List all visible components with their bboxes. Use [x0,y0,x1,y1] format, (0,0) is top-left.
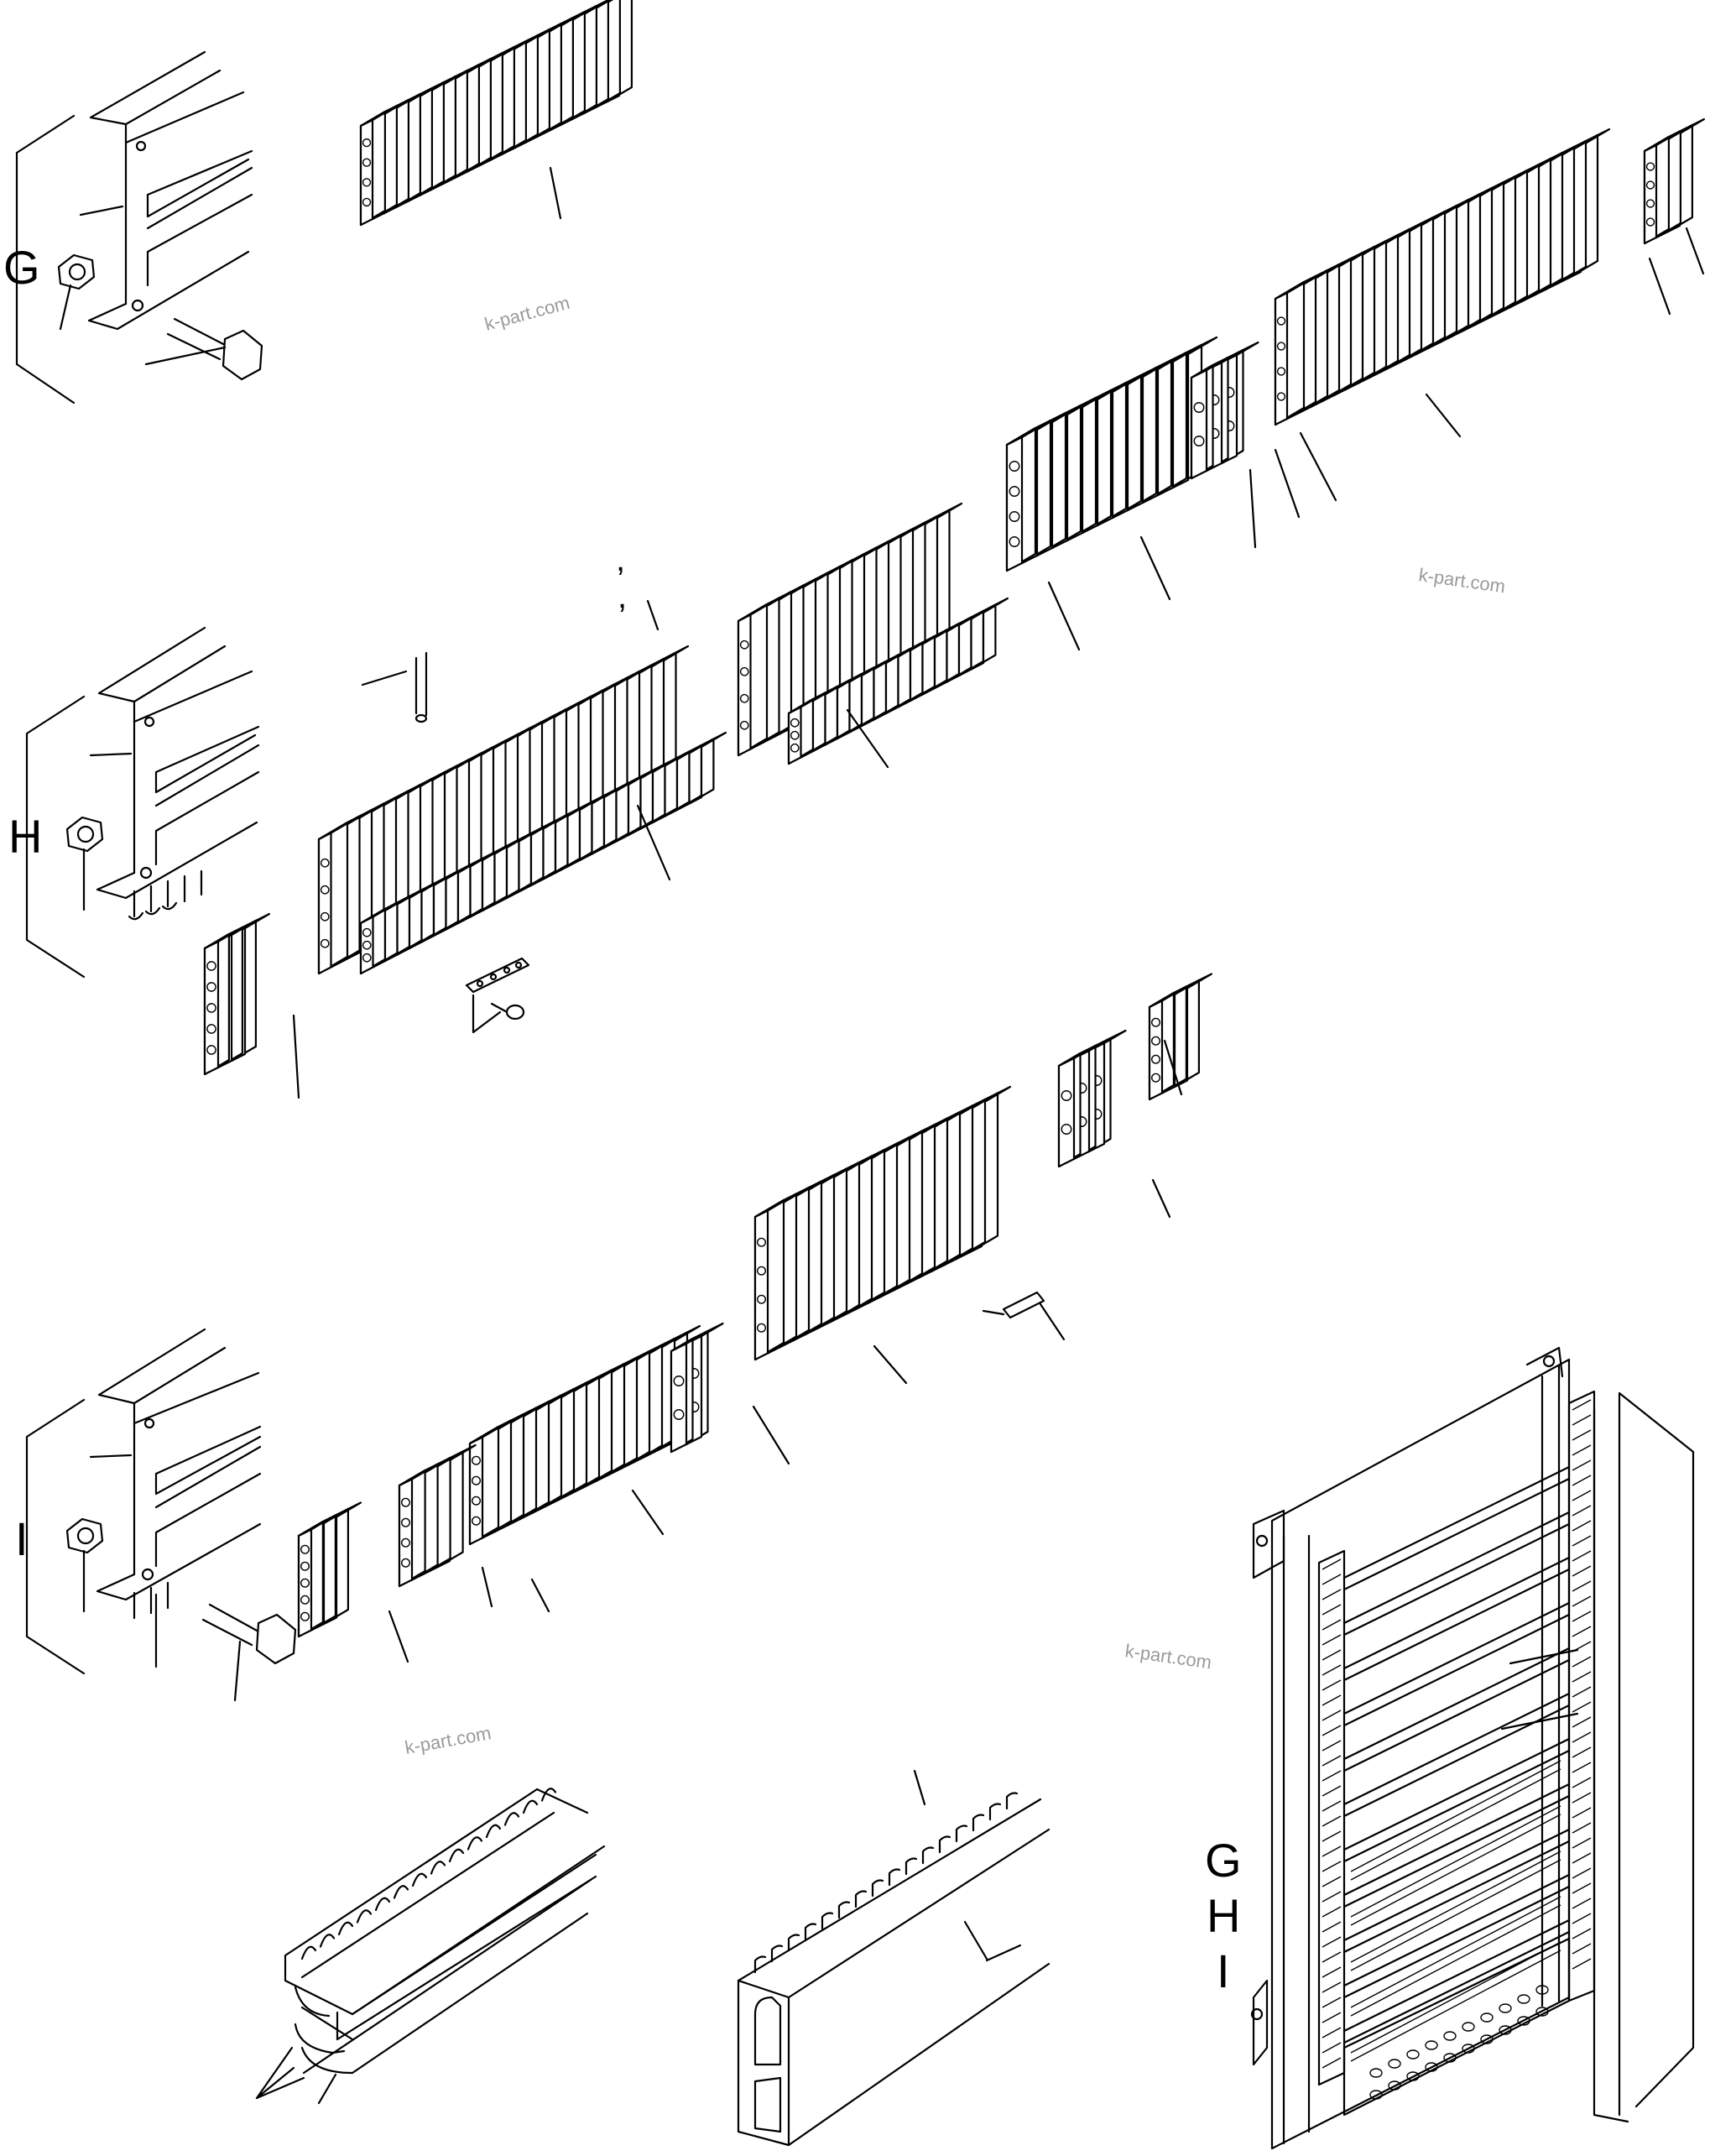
cabinet-label-i: I [1217,1945,1230,1997]
end-plate [1190,341,1259,480]
square-cable-duct-center [737,1769,1051,2147]
gland-holes [1369,1985,1549,2100]
end-plate-i [670,1322,724,1454]
watermark: k-part.com [482,292,572,335]
bracket-g [15,114,76,405]
jumper-wire [361,651,428,723]
cabinet-label-h: H [1207,1889,1240,1942]
duct-slots [1322,1399,1592,2069]
rail-bracket-i [65,1328,297,1702]
cabinet-label-g: G [1205,1834,1242,1887]
rail-bracket-h [65,626,260,921]
terminal-block-long-upper-b [737,502,963,757]
duct-slots [753,1792,1019,1974]
terminal-block-groups [203,0,1705,1638]
terminal-block-right-small [1643,117,1705,245]
rail-bracket-g [57,50,263,381]
terminal-block-i-medium [398,1443,477,1588]
terminal-block-long-lower [359,731,727,975]
terminal-block-top [359,0,633,227]
bracket-h [25,695,86,979]
terminal-block-lower-center [753,1085,1012,1361]
terminal-block-long-lower-b [787,597,1009,765]
terminal-block-lower-right-small [1148,973,1212,1101]
terminal-block-i-small [297,1501,362,1638]
bracket-i [25,1398,86,1675]
group-label-g: G [3,241,40,294]
terminal-block-right-top [1274,128,1611,426]
comma-mark: , [618,578,627,615]
marker-strip-and-screw [465,957,530,1034]
terminal-block-i-large [468,1324,701,1546]
comma-mark: , [616,541,625,578]
group-label-h: H [8,810,42,863]
slotted-cable-duct-left [255,1788,606,2105]
watermark: k-part.com [1417,564,1506,597]
cross-connector [982,1291,1066,1341]
leader-lines [292,166,1705,1962]
watermark: k-part.com [1123,1640,1212,1673]
din-rails [1342,1465,1571,2062]
group-label-i: I [15,1512,29,1565]
end-plate-lower [1057,1029,1127,1168]
watermark: k-part.com [404,1722,493,1758]
terminal-block-h-small [203,912,270,1076]
duct-slots [300,1788,557,1960]
electrical-cabinet [1250,1346,1695,2150]
terminal-block-mid-right [1005,336,1218,572]
